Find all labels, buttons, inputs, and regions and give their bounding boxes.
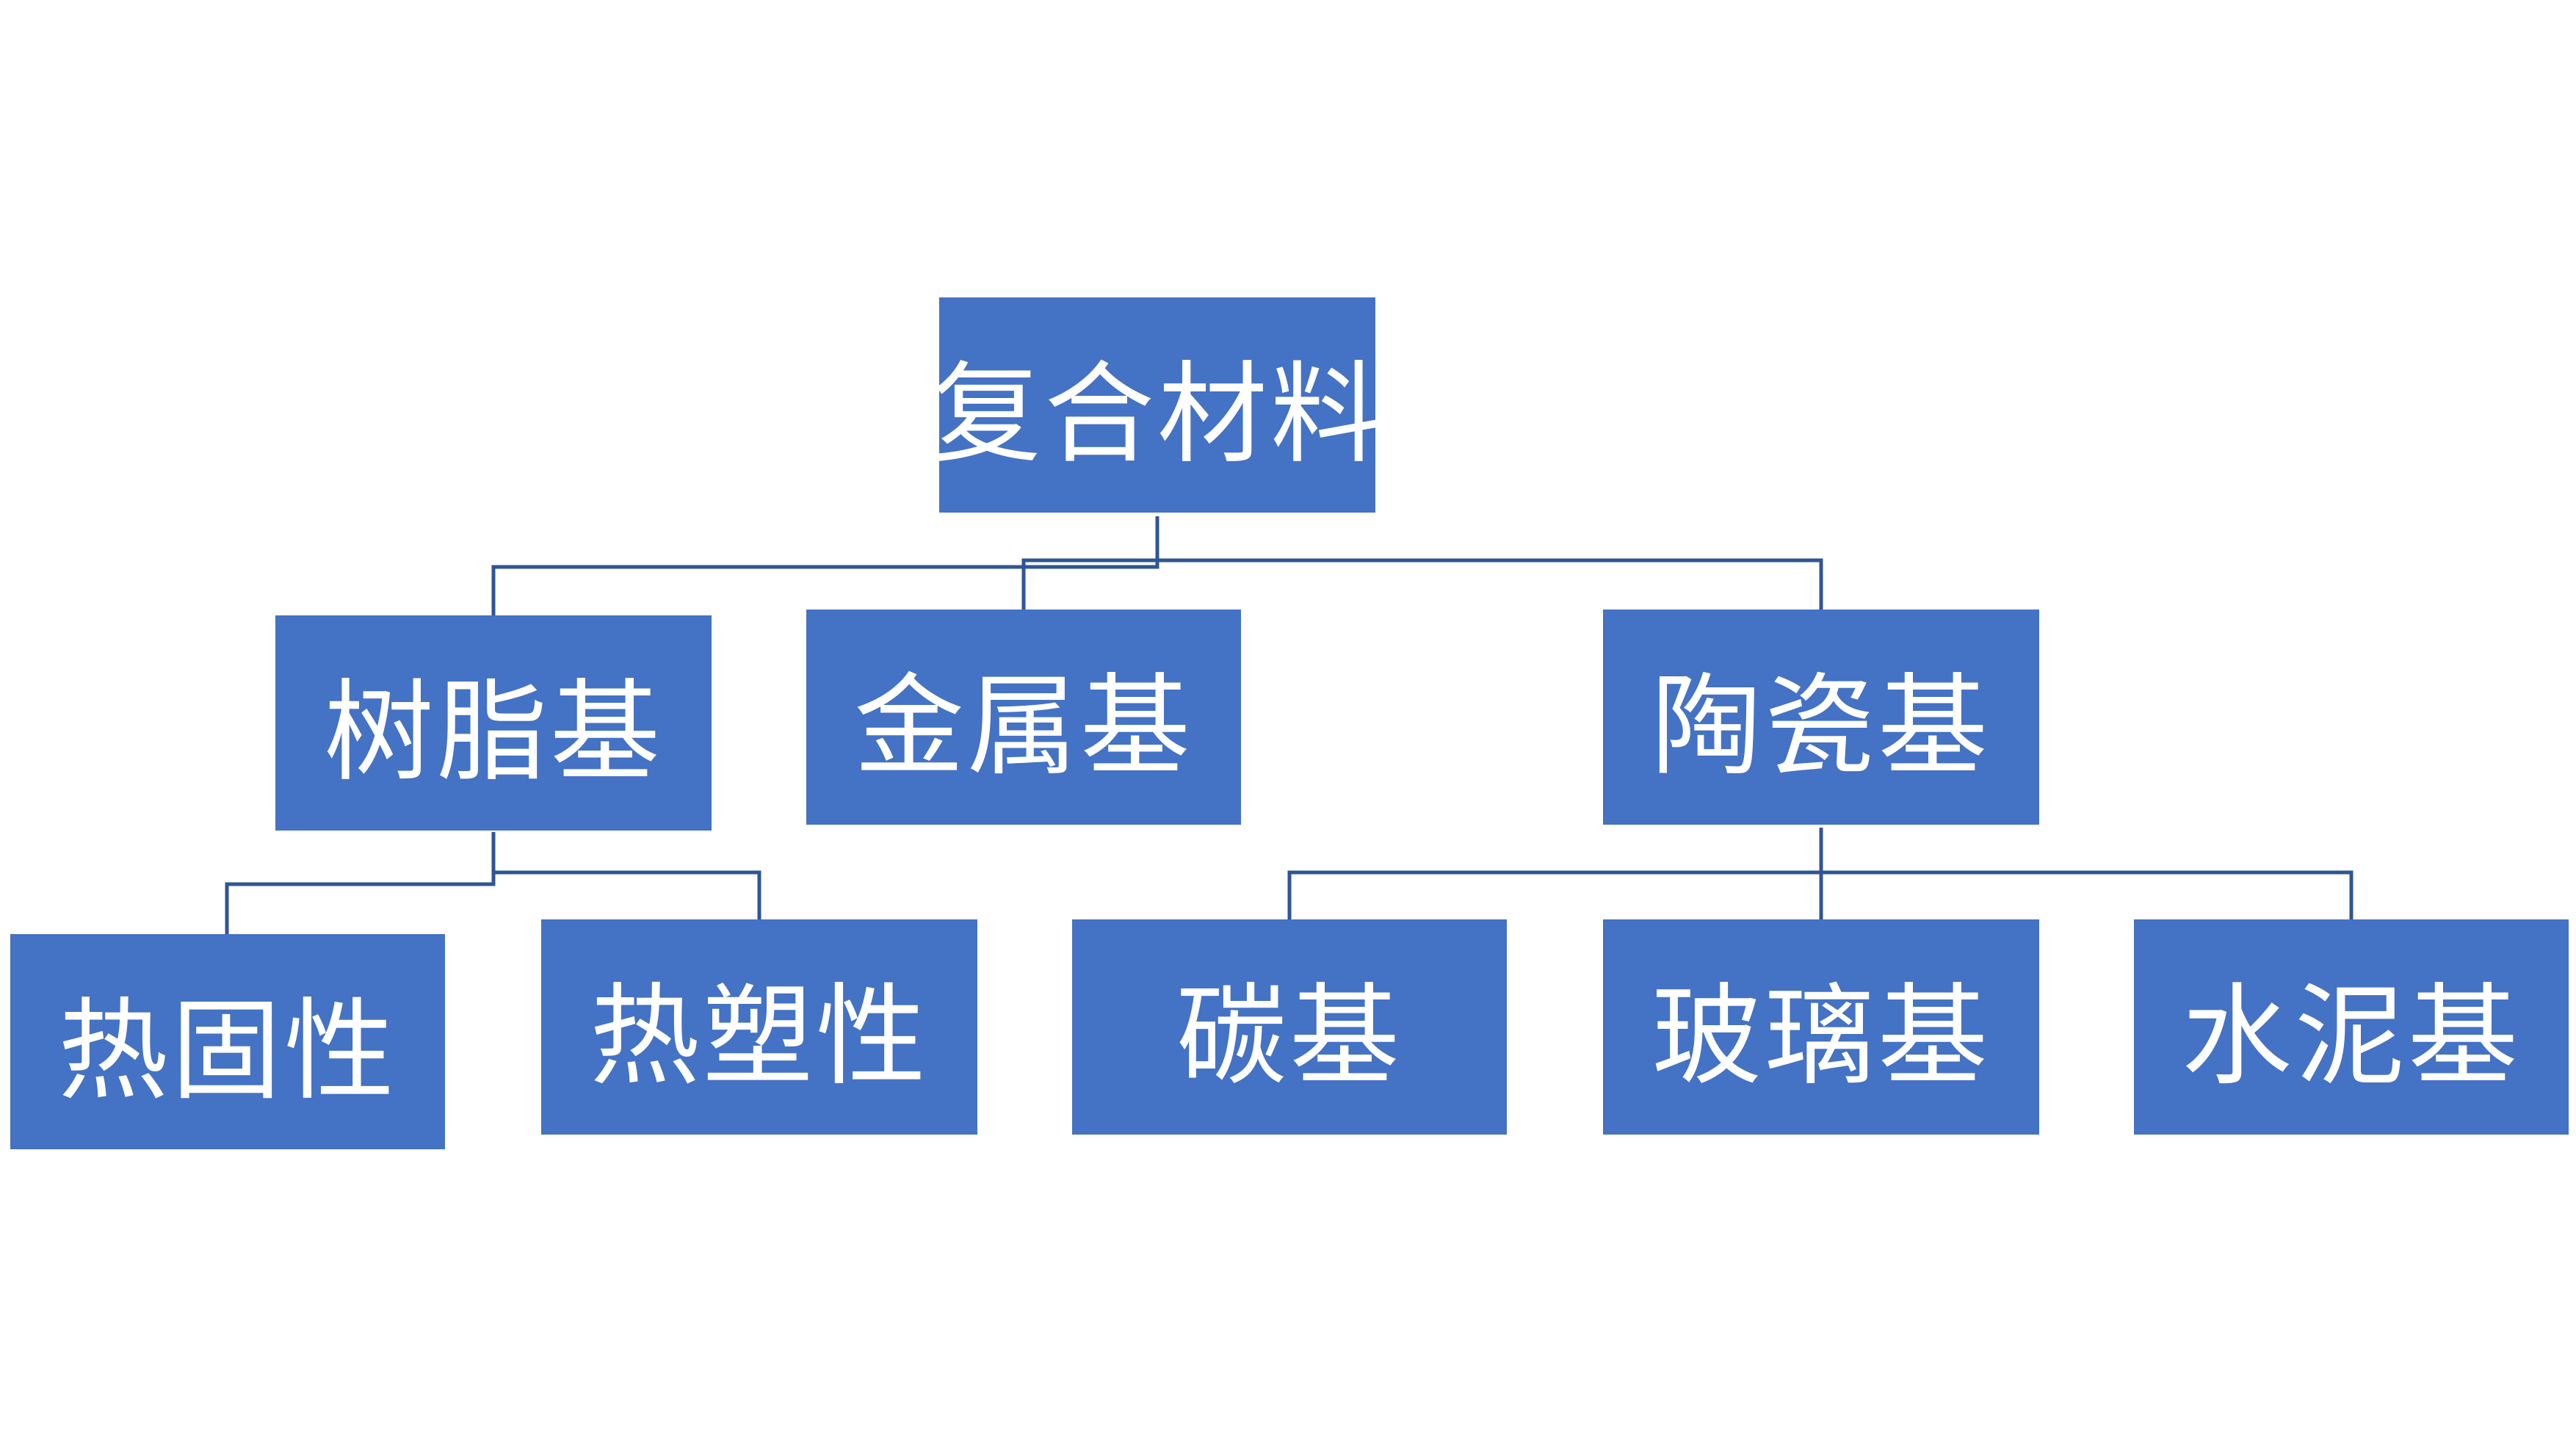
connector-ceramic-cement — [1821, 870, 2354, 919]
node-thermoplastic-label: 热塑性 — [589, 973, 929, 1101]
connector-root-resin — [491, 516, 1159, 615]
node-ceramic-matrix: 陶瓷基 — [1603, 610, 2039, 825]
node-carbon-matrix: 碳基 — [1072, 919, 1507, 1135]
node-carbon-matrix-label: 碳基 — [1176, 973, 1403, 1101]
node-thermoplastic: 热塑性 — [541, 919, 977, 1135]
node-glass-matrix: 玻璃基 — [1603, 919, 2039, 1135]
node-metal-matrix-label: 金属基 — [853, 663, 1193, 791]
node-resin-matrix-label: 树脂基 — [323, 669, 663, 797]
node-thermoset-label: 热固性 — [57, 988, 397, 1115]
node-metal-matrix: 金属基 — [806, 610, 1241, 825]
node-glass-matrix-label: 玻璃基 — [1651, 973, 1991, 1101]
connector-resin-thermoplastic — [491, 832, 761, 919]
connector-root-metal — [1021, 516, 1159, 610]
node-resin-matrix: 树脂基 — [275, 615, 712, 831]
connector-resin-thermoset — [225, 832, 496, 934]
node-ceramic-matrix-label: 陶瓷基 — [1651, 663, 1991, 791]
node-thermoset: 热固性 — [10, 934, 445, 1149]
node-cement-matrix-label: 水泥基 — [2181, 973, 2521, 1101]
connector-root-ceramic — [1157, 558, 1823, 610]
node-root-label: 复合材料 — [931, 351, 1384, 479]
node-root: 复合材料 — [931, 297, 1381, 513]
node-cement-matrix: 水泥基 — [2134, 919, 2569, 1135]
connector-ceramic-carbon — [1287, 828, 1823, 919]
